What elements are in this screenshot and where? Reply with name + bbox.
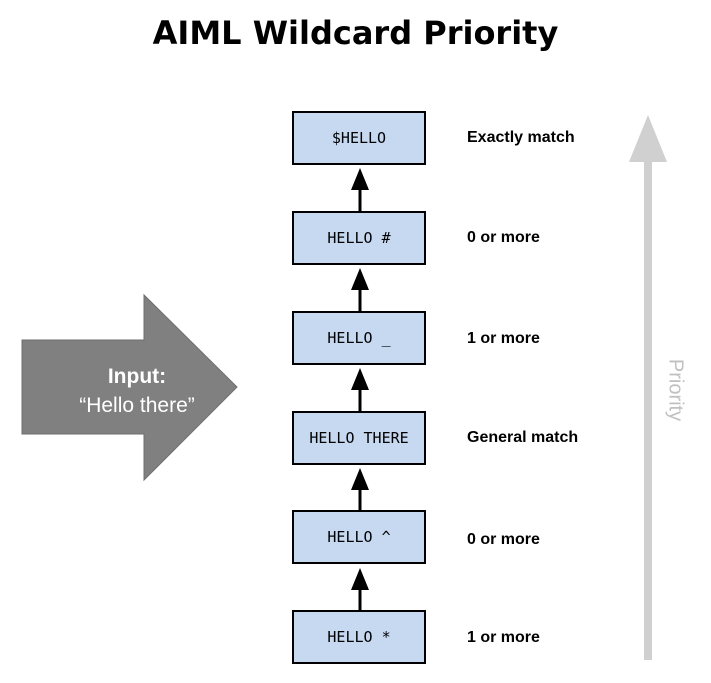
- priority-label: Priority: [664, 358, 687, 422]
- connector-4: [351, 468, 369, 510]
- pattern-box-general: HELLO THERE: [292, 411, 426, 465]
- input-value: “Hello there”: [79, 394, 195, 417]
- pattern-desc-underscore: 1 or more: [467, 330, 540, 347]
- pattern-desc-general: General match: [467, 429, 579, 446]
- pattern-box-star: HELLO *: [292, 610, 426, 664]
- pattern-desc-hash: 0 or more: [467, 229, 540, 246]
- input-label: Input: “Hello there”: [22, 362, 252, 420]
- pattern-box-hash: HELLO #: [292, 211, 426, 265]
- connector-1: [351, 168, 369, 211]
- connector-2: [351, 268, 369, 311]
- diagram-title: AIML Wildcard Priority: [152, 14, 559, 52]
- input-heading: Input:: [107, 365, 167, 388]
- connector-3: [351, 368, 369, 411]
- pattern-desc-exact: Exactly match: [467, 129, 575, 146]
- pattern-box-caret: HELLO ^: [292, 510, 426, 564]
- pattern-box-underscore: HELLO _: [292, 311, 426, 365]
- priority-arrow-shaft: [644, 160, 652, 660]
- pattern-desc-caret: 0 or more: [467, 531, 540, 548]
- connector-5: [351, 568, 369, 610]
- pattern-box-exact: $HELLO: [292, 111, 426, 165]
- pattern-desc-star: 1 or more: [467, 629, 540, 646]
- priority-arrow-head: [629, 115, 667, 162]
- input-arrow-shape: [21, 293, 238, 482]
